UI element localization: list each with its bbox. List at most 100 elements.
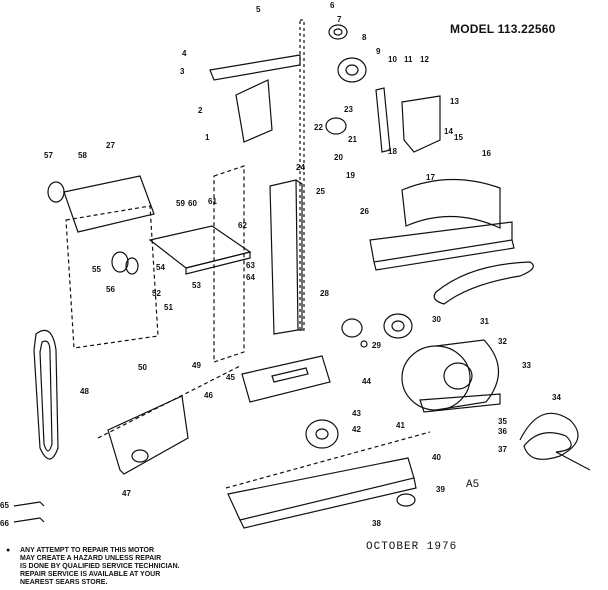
part-callout-29: 29: [372, 341, 381, 350]
part-callout-16: 16: [482, 149, 491, 158]
vertical-rod: [299, 19, 305, 331]
model-title: MODEL 113.22560: [450, 22, 556, 36]
notice-line-2: MAY CREATE A HAZARD UNLESS REPAIR: [20, 555, 162, 562]
part-callout-15: 15: [454, 133, 463, 142]
belt-31: [433, 261, 534, 305]
part-callout-57: 57: [44, 151, 53, 160]
part-callout-5: 5: [256, 5, 261, 14]
notice-line-5: NEAREST SEARS STORE.: [20, 579, 108, 586]
pulley-21: [341, 318, 363, 338]
part-callout-54: 54: [156, 263, 165, 272]
part-callout-53: 53: [192, 281, 201, 290]
plate-44-slot: [271, 367, 309, 383]
guard-59: [65, 205, 159, 349]
part-callout-9: 9: [376, 47, 381, 56]
part-callout-65: 65: [0, 501, 9, 510]
part-callout-46: 46: [204, 391, 213, 400]
notice-line-3: IS DONE BY QUALIFIED SERVICE TECHNICIAN.: [20, 563, 180, 570]
part-callout-10: 10: [388, 55, 397, 64]
column-62: [269, 179, 299, 335]
part-callout-38: 38: [372, 519, 381, 528]
plate-44: [241, 355, 331, 403]
nut-29: [360, 340, 368, 348]
pin-65: [13, 501, 45, 507]
pulley-56: [125, 257, 139, 275]
drawing-date: OCTOBER 1976: [366, 541, 458, 553]
part-callout-42: 42: [352, 425, 361, 434]
part-callout-24: 24: [296, 163, 305, 172]
arm-plate: [235, 79, 273, 143]
part-callout-62: 62: [238, 221, 247, 230]
part-callout-61: 61: [208, 197, 217, 206]
base-plate-47: [107, 395, 189, 475]
part-callout-36: 36: [498, 427, 507, 436]
part-callout-25: 25: [316, 187, 325, 196]
part-callout-48: 48: [80, 387, 89, 396]
part-callout-66: 66: [0, 519, 9, 528]
part-callout-8: 8: [362, 33, 367, 42]
frame-dashed-2: [97, 365, 241, 439]
motor-32-body: [435, 339, 500, 411]
part-callout-26: 26: [360, 207, 369, 216]
part-callout-47: 47: [122, 489, 131, 498]
drawing-code: A5: [466, 479, 480, 491]
table-61-front: [185, 251, 251, 275]
part-callout-28: 28: [320, 289, 329, 298]
pulley-30-inner: [391, 320, 405, 332]
bracket-13: [401, 95, 441, 153]
pulley-9-inner: [345, 64, 359, 76]
frame-dashed-3: [225, 431, 431, 489]
part-callout-1: 1: [205, 133, 210, 142]
pulley-42-inner: [315, 428, 329, 440]
part-callout-12: 12: [420, 55, 429, 64]
pulley-22-upper: [325, 117, 347, 135]
part-callout-37: 37: [498, 445, 507, 454]
part-callout-43: 43: [352, 409, 361, 418]
channel-26-lip: [373, 239, 515, 271]
panel-58: [63, 175, 155, 233]
part-callout-13: 13: [450, 97, 459, 106]
notice-line-1: ●ANY ATTEMPT TO REPAIR THIS MOTOR: [6, 547, 155, 554]
pin-66: [13, 517, 45, 523]
channel-26: [369, 221, 513, 263]
upper-arm-bracket: [209, 54, 301, 81]
part-callout-51: 51: [164, 303, 173, 312]
part-callout-49: 49: [192, 361, 201, 370]
part-callout-7: 7: [337, 15, 342, 24]
part-callout-2: 2: [198, 106, 203, 115]
part-callout-6: 6: [330, 1, 335, 10]
belt-48-inner: [39, 340, 53, 452]
part-callout-23: 23: [344, 105, 353, 114]
part-callout-4: 4: [182, 49, 187, 58]
part-callout-45: 45: [226, 373, 235, 382]
part-callout-21: 21: [348, 135, 357, 144]
notice-bullet-icon: ●: [6, 547, 11, 554]
base-rail-41-lip: [239, 477, 417, 529]
pulley-57: [47, 181, 65, 203]
part-callout-56: 56: [106, 285, 115, 294]
part-callout-33: 33: [522, 361, 531, 370]
belt-48: [33, 329, 59, 460]
part-callout-31: 31: [480, 317, 489, 326]
pulley-55: [111, 251, 129, 273]
part-callout-3: 3: [180, 67, 185, 76]
base-plate-47-hole: [131, 449, 149, 463]
part-callout-20: 20: [334, 153, 343, 162]
pulley-8-inner: [333, 28, 343, 36]
part-callout-58: 58: [78, 151, 87, 160]
part-callout-60: 60: [188, 199, 197, 208]
part-callout-41: 41: [396, 421, 405, 430]
part-callout-34: 34: [552, 393, 561, 402]
pulley-8: [328, 24, 348, 40]
part-callout-32: 32: [498, 337, 507, 346]
part-callout-44: 44: [362, 377, 371, 386]
motor-32-hub: [443, 362, 473, 390]
part-callout-30: 30: [432, 315, 441, 324]
part-callout-22: 22: [314, 123, 323, 132]
bracket-18: [375, 87, 391, 153]
foot-39: [396, 493, 416, 507]
column-62-side: [295, 179, 303, 331]
